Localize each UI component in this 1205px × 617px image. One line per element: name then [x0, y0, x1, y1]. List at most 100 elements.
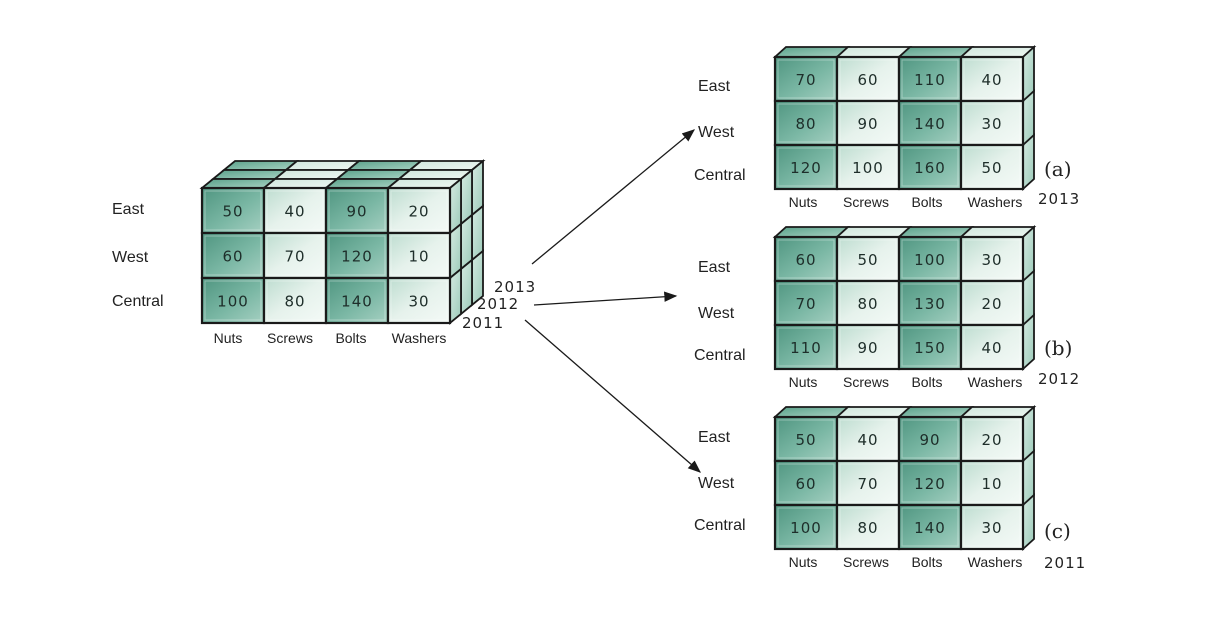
cube-cell-bevel: [839, 463, 897, 503]
cell-value: 60: [857, 71, 878, 89]
cube-cell-bevel: [963, 419, 1021, 459]
cube-cell-bevel: [901, 239, 959, 279]
cube-top-face: [283, 160, 362, 171]
cube-top-face: [772, 226, 851, 238]
cube-cell-bevel: [390, 280, 448, 321]
region-label: West: [112, 249, 149, 266]
cube-cell-bevel: [839, 507, 897, 547]
cube-cell-bevel: [963, 507, 1021, 547]
cube-cell-bevel: [266, 235, 324, 276]
cube-cell-bevel: [204, 280, 262, 321]
product-label: Bolts: [335, 330, 366, 346]
cube-cell: [773, 459, 839, 507]
cell-value: 30: [981, 519, 1002, 537]
cell-value: 60: [795, 475, 816, 493]
cube-cell: [897, 503, 963, 551]
cube-cell-bevel: [777, 327, 835, 367]
cube-cell-bevel: [839, 103, 897, 143]
cube-cell-bevel: [963, 327, 1021, 367]
cube-cell-bevel: [901, 327, 959, 367]
cube-top-face: [199, 178, 278, 189]
cube-cell-bevel: [777, 59, 835, 99]
slice-year: 2011: [1044, 554, 1086, 572]
cell-value: 40: [981, 339, 1002, 357]
region-label: East: [112, 201, 145, 218]
cube-cell-bevel: [777, 103, 835, 143]
cell-value: 110: [790, 339, 822, 357]
cube-cell-bevel: [963, 239, 1021, 279]
cell-value: 70: [795, 295, 816, 313]
product-label: Bolts: [911, 194, 942, 210]
cell-value: 20: [981, 431, 1002, 449]
cell-value: 100: [217, 293, 249, 311]
cube-cell-bevel: [963, 59, 1021, 99]
product-label: Washers: [392, 330, 447, 346]
cube-cell: [324, 276, 390, 325]
cube-top-face: [272, 169, 351, 180]
cube-cell-bevel: [204, 235, 262, 276]
cube-cell: [773, 99, 839, 147]
cell-value: 50: [795, 431, 816, 449]
cube-top-face: [772, 406, 851, 418]
cube-top-face: [896, 406, 975, 418]
cell-value: 30: [981, 115, 1002, 133]
cell-value: 40: [284, 203, 305, 221]
year-label: 2012: [477, 295, 519, 313]
region-label: West: [698, 475, 735, 492]
cell-value: 100: [790, 519, 822, 537]
cube-cell-bevel: [777, 419, 835, 459]
region-label: East: [698, 78, 731, 95]
cube-top-face: [345, 160, 424, 171]
cube-cell-bevel: [328, 235, 386, 276]
cell-value: 10: [408, 248, 429, 266]
product-label: Nuts: [789, 554, 818, 570]
cube-cell: [262, 186, 328, 235]
product-label: Nuts: [789, 194, 818, 210]
region-label: West: [698, 305, 735, 322]
slice-year: 2012: [1038, 370, 1080, 388]
cell-value: 100: [914, 251, 946, 269]
product-label: Washers: [968, 554, 1023, 570]
cube-top-face: [385, 178, 464, 189]
cube-cell: [835, 459, 901, 507]
cube-top-face: [958, 406, 1037, 418]
cube-cell: [897, 55, 963, 103]
cell-value: 20: [408, 203, 429, 221]
cell-value: 40: [981, 71, 1002, 89]
cube-top-face: [834, 406, 913, 418]
cube-cell-bevel: [390, 190, 448, 231]
product-label: Bolts: [911, 554, 942, 570]
cell-value: 50: [222, 203, 243, 221]
cell-value: 60: [795, 251, 816, 269]
region-label: East: [698, 429, 731, 446]
cell-value: 120: [790, 159, 822, 177]
cell-value: 140: [914, 519, 946, 537]
cube-cell-bevel: [204, 190, 262, 231]
cube-cell: [386, 231, 452, 280]
cube-top-face: [772, 46, 851, 58]
year-label: 2011: [462, 314, 504, 332]
cell-value: 50: [857, 251, 878, 269]
cube-cell-bevel: [839, 59, 897, 99]
region-label: Central: [112, 293, 164, 310]
cube-side-face: [449, 267, 462, 325]
slice-tag: (b): [1044, 336, 1072, 360]
cube-top-face: [396, 169, 475, 180]
cube-cell-bevel: [839, 283, 897, 323]
cube-cell: [386, 276, 452, 325]
cube-cell: [897, 415, 963, 463]
cube-cell: [835, 143, 901, 191]
cube-cell: [897, 323, 963, 371]
cube-cell-bevel: [328, 190, 386, 231]
cube-side-face: [1022, 312, 1035, 372]
cell-value: 80: [857, 295, 878, 313]
cube-cell-bevel: [901, 283, 959, 323]
cell-value: 20: [981, 295, 1002, 313]
product-label: Washers: [968, 194, 1023, 210]
product-label: Screws: [843, 194, 889, 210]
cube-top-face: [834, 46, 913, 58]
cube-top-face: [896, 46, 975, 58]
cell-value: 90: [346, 203, 367, 221]
region-label: East: [698, 259, 731, 276]
cell-value: 90: [857, 115, 878, 133]
